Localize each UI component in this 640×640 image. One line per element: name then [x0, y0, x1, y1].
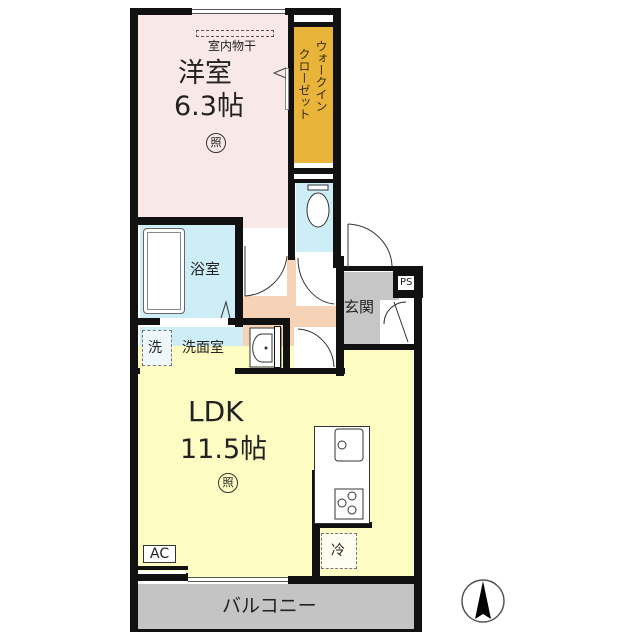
- western-room: [137, 14, 289, 228]
- ldk-room: [137, 346, 413, 578]
- balcony-bottom: [130, 629, 422, 632]
- washer-spot: [142, 330, 172, 366]
- wash-partition: [274, 326, 281, 368]
- western-light-badge: 照: [206, 133, 226, 153]
- ac-shelf: [130, 566, 188, 570]
- wash-ldk-divider: [235, 368, 345, 374]
- entrance-label: 玄関: [344, 298, 375, 316]
- bath-wall-top: [130, 217, 242, 225]
- entrance-door-swing-icon: [347, 223, 393, 268]
- wash-wall-right: [283, 318, 290, 374]
- bath-wash-divider-2: [228, 318, 290, 325]
- hall-right-wall: [336, 256, 344, 376]
- balcony-window: [188, 577, 288, 582]
- ldk-door-swing-icon: [297, 328, 335, 368]
- bath-wall-right: [235, 217, 243, 327]
- ldk-light-badge: 照: [218, 473, 238, 493]
- shoe-box-swing-icon: [383, 301, 409, 343]
- kitchen-sink-icon: [334, 428, 364, 462]
- drying-rack-label: 室内物干: [208, 39, 257, 53]
- wic-wall-top-inner: [288, 22, 340, 27]
- toilet-door-swing-icon: [297, 257, 335, 305]
- wic-wall-left: [288, 8, 294, 183]
- kitchen-counter-bottom: [312, 522, 372, 528]
- ldk-name: LDK: [188, 395, 244, 428]
- ldk-balcony-wall-left: [130, 573, 188, 581]
- washer-mark: 洗: [148, 340, 162, 356]
- wic-door-arrow-icon: [272, 67, 287, 79]
- north-compass-icon: [461, 579, 505, 623]
- fridge-mark: 冷: [331, 543, 345, 559]
- pipe-space-label: PS: [398, 276, 415, 290]
- top-window: [192, 9, 285, 14]
- outer-wall-top-left: [130, 8, 192, 15]
- walk-in-closet: [293, 27, 333, 163]
- ldk-size: 11.5帖: [180, 434, 268, 465]
- wash-ldk-divider-left: [130, 368, 140, 374]
- toilet-wall-top: [288, 179, 340, 183]
- ac-slot: [138, 571, 186, 574]
- stove-icon: [334, 488, 364, 520]
- bathtub: [143, 228, 185, 314]
- fridge-spot: [321, 533, 357, 569]
- entrance-door-area: [346, 222, 396, 268]
- toilet-icon: [306, 184, 330, 228]
- aircon-label: AC: [143, 545, 177, 563]
- shoe-box: [380, 300, 408, 344]
- balcony: [137, 584, 417, 630]
- outer-wall-right: [414, 266, 422, 632]
- hall-door-area: [243, 244, 287, 296]
- wic-label-line1: ウォークイン: [314, 40, 328, 112]
- door-swing-icon: [244, 246, 288, 297]
- bath-label: 浴室: [190, 260, 221, 278]
- western-room-name: 洋室: [178, 58, 232, 89]
- bath-wash-divider: [130, 318, 160, 325]
- outer-wall-top-right: [285, 8, 340, 15]
- washroom-label: 洗面室: [182, 340, 224, 356]
- balcony-label: バルコニー: [222, 595, 317, 617]
- wic-label-line2: クローゼット: [297, 48, 311, 120]
- entrance-wall-bottom: [340, 344, 422, 350]
- bath-door: [160, 319, 228, 324]
- western-room-size: 6.3帖: [174, 91, 244, 122]
- wic-door: [285, 68, 289, 110]
- wic-wall-right: [333, 8, 341, 268]
- ldk-balcony-wall-right: [288, 576, 422, 584]
- toilet-wall-left: [288, 180, 295, 260]
- bath-door-icon: [220, 300, 231, 319]
- entrance-wall-top: [340, 266, 395, 271]
- drying-rack: [196, 30, 274, 37]
- wic-wall-bottom: [288, 168, 340, 174]
